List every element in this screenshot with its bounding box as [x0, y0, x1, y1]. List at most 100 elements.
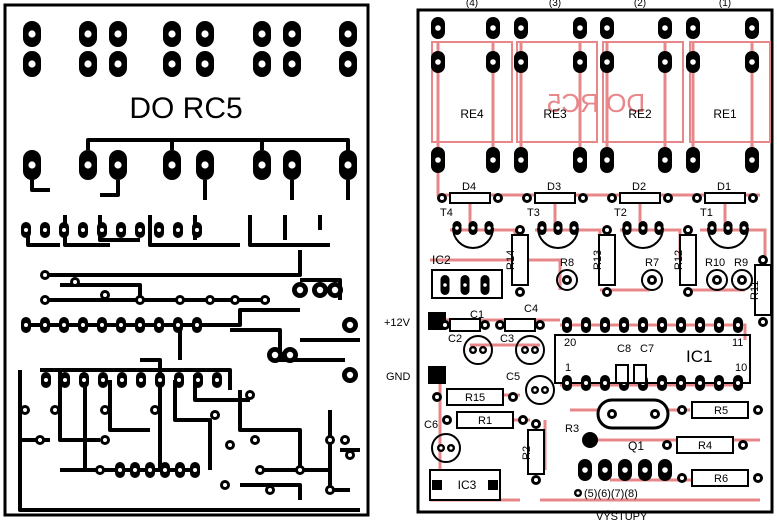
resistor-label: R15 [465, 392, 485, 404]
copper-traces [18, 138, 360, 512]
elcap-body [431, 433, 461, 463]
copper-ic-pad-hole [195, 228, 199, 232]
resistor-body-h [456, 411, 514, 429]
ic1-pad-top-hole [679, 323, 683, 327]
ic1-pad-top-hole [622, 323, 626, 327]
relay-pad-hole [577, 59, 583, 65]
resistor-pad-hole [534, 478, 538, 482]
ic2-pad-hole [443, 283, 447, 287]
copper-ic-pad-hole [133, 468, 137, 472]
ic1-pad-top-hole [717, 323, 721, 327]
cap-pad-hole [538, 323, 542, 327]
copper-small-pad-hole [103, 408, 107, 412]
diode-pad-hole [525, 196, 529, 200]
copper-ic-pad-hole [215, 378, 219, 382]
copper-ic-pad-hole [148, 468, 152, 472]
relay-pad-top-hole [114, 60, 122, 68]
copper-small-pad-hole [228, 443, 232, 447]
copper-small-pad-hole [53, 408, 57, 412]
copper-trace [100, 180, 120, 197]
relay-output-label: (3) [549, 0, 561, 9]
capacitor-label: C4 [524, 303, 538, 315]
copper-ic-pad-hole [120, 378, 124, 382]
ic1-pad-bottom-hole [698, 381, 702, 385]
transistor-label: Q1 [628, 439, 644, 453]
copper-trace [18, 370, 360, 512]
ic1-pad-top-hole [660, 323, 664, 327]
diode-body [449, 192, 491, 204]
copper-ic-pad-hole [44, 378, 48, 382]
copper-round-pad-hole [346, 371, 354, 379]
transistor-pad-hole [641, 226, 645, 230]
pin-number-label: 10 [735, 362, 747, 374]
resistor-pad-hole [680, 476, 684, 480]
resistor-body-h [691, 401, 749, 419]
transistor-pad-hole [726, 226, 730, 230]
ic1-pad-bottom-hole [679, 381, 683, 385]
copper-small-pad-hole [258, 468, 262, 472]
pin-number-label: 11 [732, 337, 743, 349]
elcap-pad-hole [533, 388, 537, 392]
diode-pad-hole [695, 196, 699, 200]
pin-number-label: 20 [564, 337, 576, 349]
relay-pad-hole [435, 59, 441, 65]
relay-pad-hole [749, 25, 755, 31]
round-resistor-pad-hole [650, 278, 654, 282]
copper-ic-pad-hole [157, 228, 161, 232]
copper-ic-pad-hole [81, 323, 85, 327]
diode-label: D3 [547, 181, 561, 193]
relay-pad-top-hole [258, 60, 266, 68]
elcap-pad-hole [471, 348, 475, 352]
cap-pad-hole [443, 323, 447, 327]
relay-pad-mid-hole [258, 161, 266, 169]
copper-ic-pad-hole [157, 323, 161, 327]
relay-outline [431, 41, 513, 143]
relay-output-label: (4) [466, 0, 478, 9]
copper-small-pad-hole [38, 438, 42, 442]
transistor-pad-hole [455, 226, 459, 230]
relay-label: RE4 [460, 107, 484, 121]
ic2-label: IC2 [432, 253, 451, 267]
ic1-pad-bottom-hole [565, 381, 569, 385]
copper-small-pad-hole [328, 488, 332, 492]
resistor-pad-hole [518, 228, 522, 232]
capacitor-label: C3 [500, 333, 514, 345]
crystal-body [596, 398, 670, 430]
resistor-pad-hole [445, 418, 449, 422]
resistor-pad-hole [534, 422, 538, 426]
resistor-body-h [676, 436, 734, 454]
cap-pad-hole [483, 323, 487, 327]
elcap-body [463, 335, 493, 365]
relay-pad-hole [662, 59, 668, 65]
relay-pad-bottom-hole [662, 157, 668, 163]
copper-trace [148, 215, 240, 247]
copper-ic-pad-hole [24, 228, 28, 232]
copper-ic-pad-hole [81, 228, 85, 232]
cap-body [504, 318, 536, 332]
ic1-pad-bottom-hole [717, 381, 721, 385]
round-resistor [731, 269, 753, 291]
copper-trace [230, 328, 345, 362]
resistor-label: R11 [749, 281, 761, 300]
transistor-body [537, 227, 579, 249]
ic3-pad [488, 480, 498, 490]
copper-small-pad-hole [268, 488, 272, 492]
relay-pad-top-hole [84, 30, 92, 38]
diode-label: D4 [462, 181, 476, 193]
copper-trace [173, 380, 212, 470]
elcap-pad-hole [439, 446, 443, 450]
r2-body [527, 429, 545, 475]
copper-pads [20, 21, 358, 495]
output-pad-hole [642, 467, 648, 473]
resistor-label: R2 [521, 446, 533, 460]
relay-pad-top-hole [84, 60, 92, 68]
copper-ic-pad-hole [119, 323, 123, 327]
copper-ic-pad-hole [100, 323, 104, 327]
copper-trace [140, 358, 162, 470]
elcap-pad-hole [523, 348, 527, 352]
resistor-label: R5 [714, 405, 728, 417]
resistor-label: R3 [565, 423, 579, 435]
copper-small-pad-hole [23, 408, 27, 412]
transistor-pad-hole [710, 226, 714, 230]
copper-small-pad-hole [233, 298, 237, 302]
